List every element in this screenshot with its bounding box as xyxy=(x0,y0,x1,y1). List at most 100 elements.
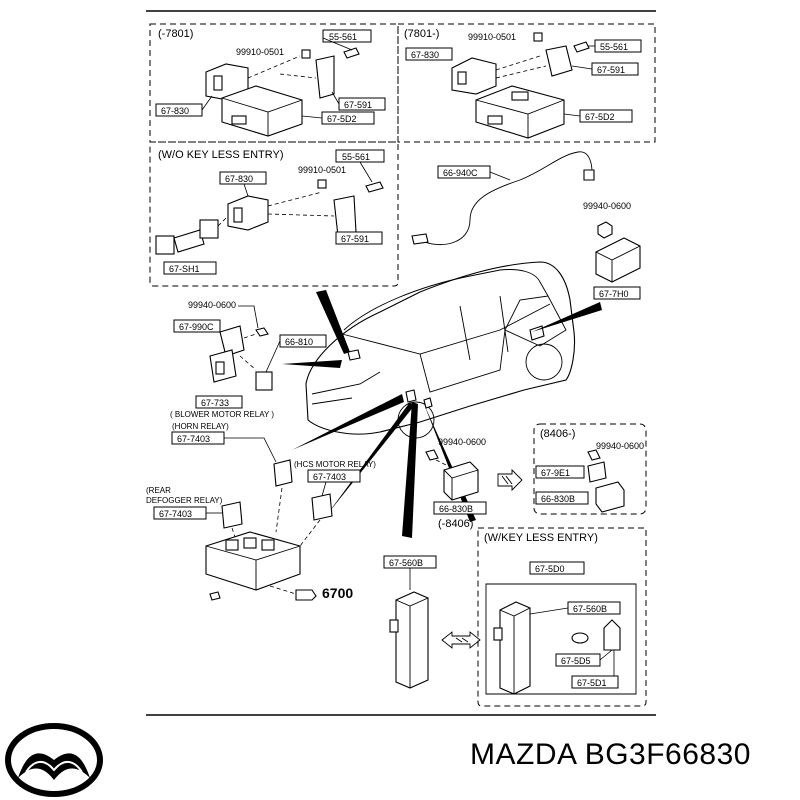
fuse-slot xyxy=(261,539,275,551)
label-box xyxy=(571,675,619,689)
relay-location-icon xyxy=(423,397,433,409)
connector-part xyxy=(487,115,503,125)
nut-part xyxy=(597,221,613,239)
part-label-67-5D0: 67-5D0 xyxy=(535,564,565,574)
label-box xyxy=(219,171,267,185)
caption-rear: (REAR xyxy=(146,486,171,495)
pointer-arrow xyxy=(282,360,342,368)
part-label-66-830B-b: 66-830B xyxy=(541,494,575,504)
part-label-6700: 6700 xyxy=(322,585,353,601)
section-label-post-7801: (7801-) xyxy=(404,28,439,40)
bracket-part xyxy=(333,195,357,237)
panel-post-8406: (8406-) 99940-0600 67-9E1 66-830B xyxy=(533,423,647,515)
part-label-67-591-c: 67-591 xyxy=(341,234,369,244)
part-label-66-830B: 66-830B xyxy=(439,504,473,514)
part-label-99940-0600-b: 99940-0600 xyxy=(188,300,236,310)
part-label-99910-0501-b: 99910-0501 xyxy=(468,32,516,42)
nut-part xyxy=(255,327,269,337)
antenna-mount xyxy=(583,169,595,181)
label-box xyxy=(173,319,221,333)
section-label-w-keyless: (W/KEY LESS ENTRY) xyxy=(484,532,598,544)
bracket-part xyxy=(219,325,245,357)
part-label-67-5D2: 67-5D2 xyxy=(327,114,357,124)
bracket-part xyxy=(315,55,335,99)
pointer-hand-icon xyxy=(295,589,317,601)
center-relay-group: 99940-0600 66-830B (-8406) xyxy=(425,437,523,530)
double-arrow-icon xyxy=(441,631,481,649)
relay-part xyxy=(255,371,273,391)
relay-pin xyxy=(457,71,467,85)
part-label-55-561-b: 55-561 xyxy=(600,42,628,52)
caption-blower-motor-relay: ( BLOWER MOTOR RELAY ) xyxy=(170,410,274,419)
part-label-67-9E1: 67-9E1 xyxy=(541,468,570,478)
panel-with-keyless: (W/KEY LESS ENTRY) 67-5D0 67-560B 67-5D5… xyxy=(477,527,647,707)
part-label-67-7403-rear: 67-7403 xyxy=(159,509,192,519)
part-label-67-560B-b: 67-560B xyxy=(573,604,607,614)
fuse-slot xyxy=(225,539,239,551)
part-number-title: MAZDA BG3F66830 xyxy=(470,738,751,772)
caption-hcs-motor-relay: (HCS MOTOR RELAY) xyxy=(294,460,376,469)
part-label-67-5D2-b: 67-5D2 xyxy=(585,112,615,122)
control-module-part xyxy=(395,591,429,689)
caption-defogger-relay: DEFOGGER RELAY) xyxy=(146,496,223,505)
brand-name: MAZDA xyxy=(470,738,576,771)
control-unit-part xyxy=(221,85,303,137)
part-label-67-830-b: 67-830 xyxy=(411,50,439,60)
part-label-99940-0600-a: 99940-0600 xyxy=(583,201,631,211)
kit-frame xyxy=(485,583,637,695)
relay-pin xyxy=(233,207,243,223)
panel-pre-7801: (-7801) 99910-0501 55-561 67-830 67-591 … xyxy=(149,23,399,143)
part-label-99940-0600-d: 99940-0600 xyxy=(596,441,644,451)
label-box xyxy=(405,47,453,61)
part-label-55-561-c: 55-561 xyxy=(342,152,370,162)
fuel-door-icon xyxy=(529,325,545,341)
module-part xyxy=(595,237,641,283)
control-module-part xyxy=(499,601,531,695)
bracket-part xyxy=(545,45,573,77)
label-box xyxy=(529,561,585,575)
part-label-67-7403-horn: 67-7403 xyxy=(177,434,210,444)
label-box xyxy=(163,261,217,275)
left-relay-group: 99940-0600 67-990C 66-810 67-733 ( BLOWE… xyxy=(146,300,376,601)
part-label-66-810: 66-810 xyxy=(285,337,313,347)
part-label-67-560B: 67-560B xyxy=(389,558,423,568)
nut-part xyxy=(425,449,439,461)
part-label-55-561: 55-561 xyxy=(329,32,357,42)
lower-module-group: 67-560B xyxy=(383,555,481,689)
label-box xyxy=(307,469,361,483)
antenna-cable xyxy=(419,151,593,246)
caption-horn-relay: (HORN RELAY) xyxy=(172,422,229,431)
pointer-arrow xyxy=(316,290,350,354)
key-fob-part xyxy=(603,619,621,651)
part-label-67-830-c: 67-830 xyxy=(225,174,253,184)
relay-part xyxy=(311,493,333,521)
nut-part xyxy=(301,49,311,59)
connector-part xyxy=(389,619,399,633)
part-label-99910-0501-c: 99910-0501 xyxy=(298,165,346,175)
rear-wheel-arch xyxy=(525,343,563,381)
part-label-67-7403-hcs: 67-7403 xyxy=(313,472,346,482)
antenna-plug xyxy=(411,233,429,245)
bolt-part xyxy=(365,181,384,193)
nut-part xyxy=(533,32,543,42)
label-box xyxy=(593,286,641,300)
relay-pin xyxy=(215,361,225,375)
bolt-part xyxy=(573,41,590,53)
van-body xyxy=(282,261,602,538)
section-label-wo-keyless: (W/O KEY LESS ENTRY) xyxy=(158,149,284,161)
connector-part xyxy=(155,235,175,255)
connector-part xyxy=(231,115,247,125)
pointer-arrow xyxy=(532,302,602,332)
relay-pin xyxy=(213,75,223,91)
pointer-arrow xyxy=(402,402,418,538)
relay-location-icon xyxy=(347,349,361,361)
label-box xyxy=(535,465,585,479)
relay-part xyxy=(595,481,625,513)
arrow-right-icon xyxy=(497,468,523,492)
right-module-group: 99940-0600 67-7H0 xyxy=(583,201,641,300)
bracket-part xyxy=(587,461,607,483)
relay-part xyxy=(451,57,497,95)
section-label-post-8406: (8406-) xyxy=(540,428,575,440)
part-label-67-SH1: 67-SH1 xyxy=(169,264,200,274)
harness-part xyxy=(173,229,205,253)
